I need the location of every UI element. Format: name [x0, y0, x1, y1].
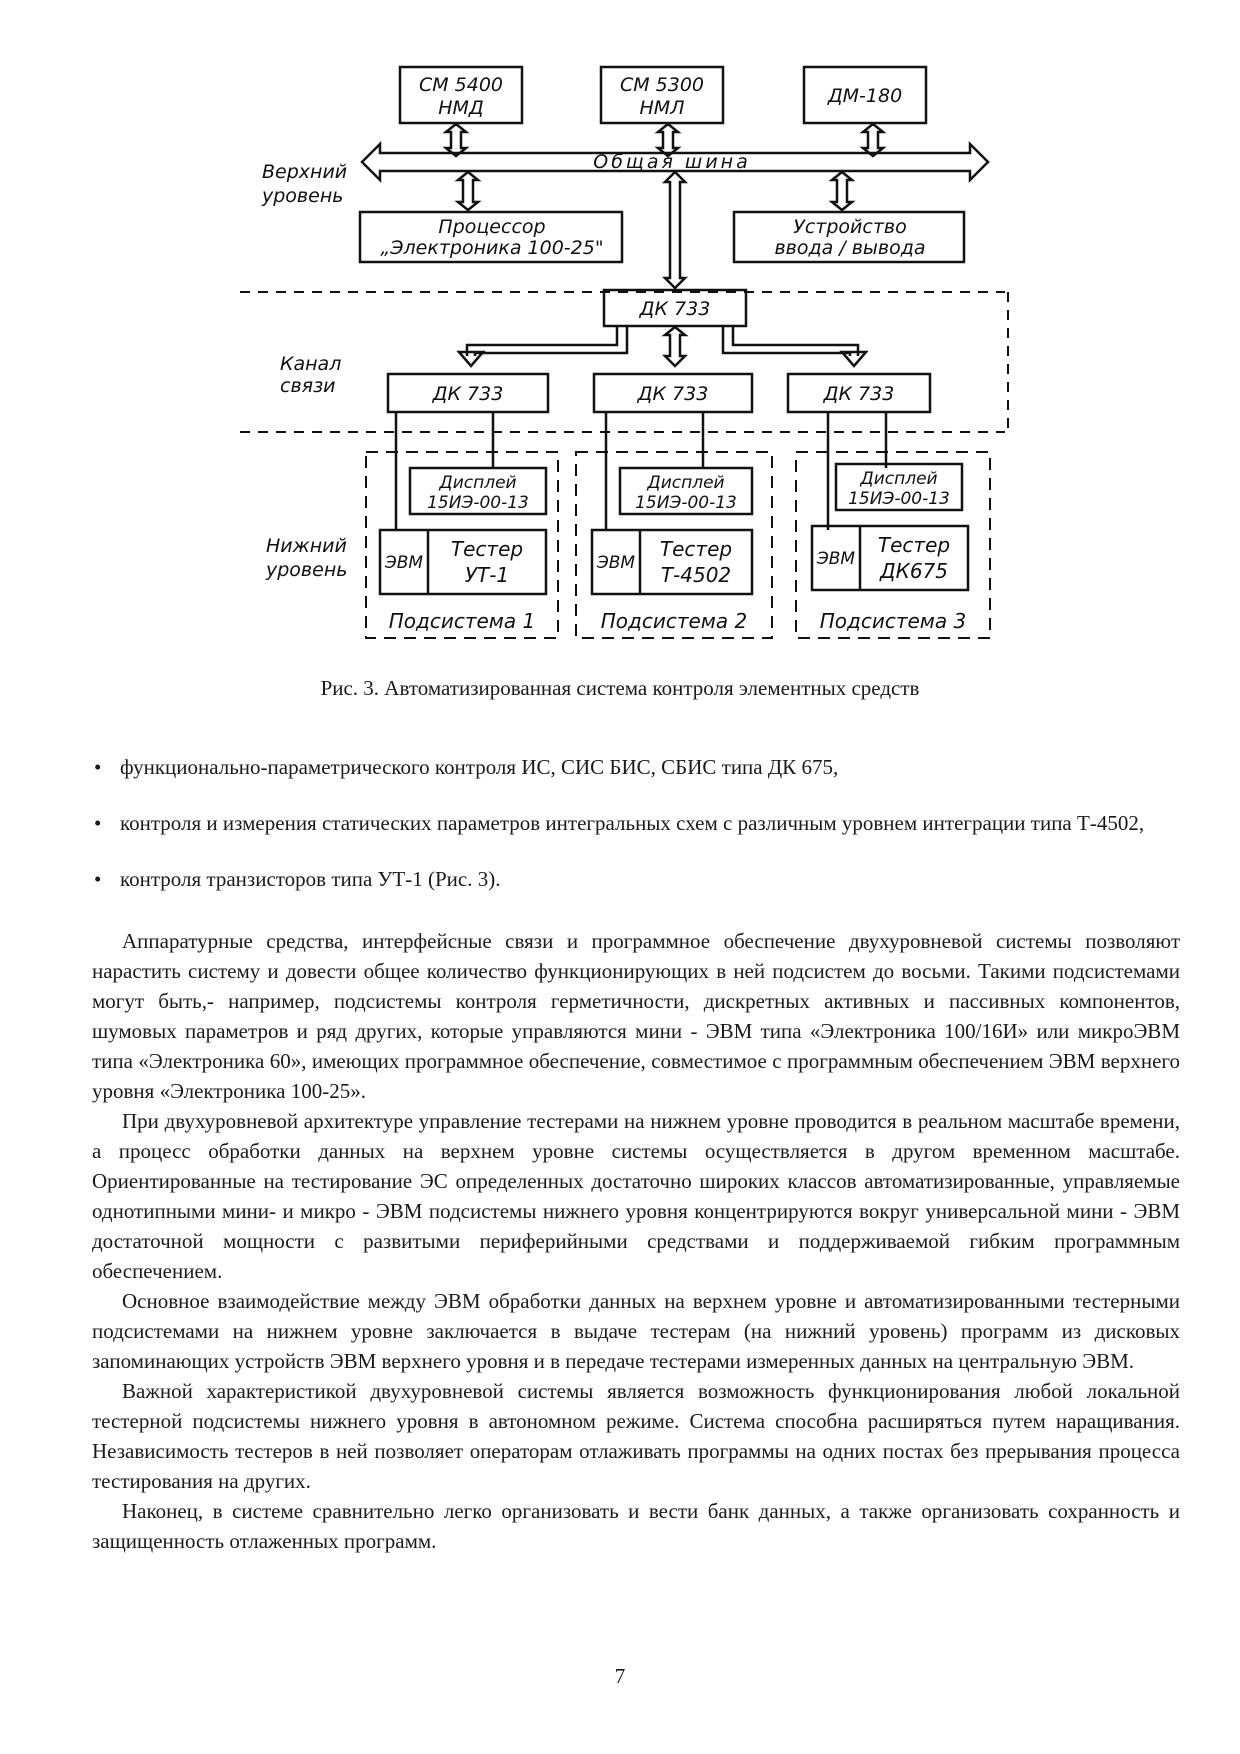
subsystem-frame-1	[365, 451, 559, 639]
bullet-marker: •	[94, 755, 102, 779]
tester-label-2a: Тестер	[660, 537, 732, 561]
computer-tester-box-2	[590, 528, 754, 596]
dk733-label-2: ДК 733	[637, 383, 709, 405]
bullet-marker: •	[94, 867, 102, 891]
system-diagram: СМ 5400 НМД СМ 5300 НМЛ ДМ-180 Общая шин…	[240, 65, 1009, 639]
computer-label-1: ЭВМ	[384, 553, 424, 573]
channel-level-label-2: связи	[280, 375, 336, 397]
display-label-3b: 15ИЭ-00-13	[848, 489, 950, 509]
tester-label-1a: Тестер	[451, 537, 523, 561]
paragraph: Важной характеристикой двухуровневой сис…	[92, 1379, 1180, 1493]
computer-label-3: ЭВМ	[816, 549, 856, 569]
cm5300-box	[599, 65, 725, 125]
computer-tester-box-3	[810, 524, 970, 592]
display-box-2	[618, 466, 754, 516]
display-label-2a: Дисплей	[646, 473, 724, 493]
upper-level-label-2: уровень	[261, 185, 343, 207]
io-device-label-2: ввода / вывода	[774, 237, 925, 259]
display-label-3a: Дисплей	[859, 469, 937, 489]
tester-label-2b: Т-4502	[661, 563, 731, 587]
processor-label-1: Процессор	[438, 216, 545, 238]
tester-label-3b: ДК675	[879, 559, 948, 583]
page-number: 7	[614, 1664, 626, 1688]
common-bus-arrow	[360, 140, 990, 184]
io-device-box	[732, 210, 966, 264]
display-label-1b: 15ИЭ-00-13	[427, 493, 529, 513]
cm5300-label-1: СМ 5300	[620, 74, 704, 96]
subsystem-frame-3	[795, 451, 991, 639]
common-bus-label: Общая шина	[593, 151, 750, 173]
figure-caption: Рис. 3. Автоматизированная система контр…	[320, 676, 920, 700]
cm5300-label-2: НМЛ	[640, 97, 685, 119]
display-box-3	[834, 462, 964, 512]
channel-level-label-1: Канал	[280, 353, 341, 375]
bullet-text: функционально-параметрического контроля …	[120, 755, 839, 779]
display-label-2b: 15ИЭ-00-13	[635, 493, 737, 513]
cm5400-label-2: НМД	[438, 97, 484, 119]
tester-label-3a: Тестер	[878, 533, 950, 557]
processor-box	[358, 210, 624, 264]
bullet-text: контроля и измерения статических парамет…	[120, 811, 1145, 835]
io-device-label-1: Устройство	[793, 216, 906, 238]
body-text: Аппаратурные средства, интерфейсные связ…	[92, 926, 1180, 1556]
tester-label-1b: УТ-1	[465, 563, 509, 587]
bullet-marker: •	[94, 811, 102, 835]
dk733-label-3: ДК 733	[823, 383, 895, 405]
subsystem-frame-2	[575, 451, 773, 639]
cm5400-label-1: СМ 5400	[419, 74, 503, 96]
bullet-item: • контроля транзисторов типа УТ-1 (Рис. 3…	[92, 864, 1180, 894]
display-box-1	[408, 466, 548, 516]
upper-level-label-1: Верхний	[262, 161, 347, 183]
processor-label-2: „Электроника 100-25"	[380, 237, 603, 259]
paragraph: Основное взаимодействие между ЭВМ обрабо…	[92, 1289, 1180, 1373]
bullet-item: • функционально-параметрического контроля…	[92, 752, 1180, 782]
lower-level-label-1: Нижний	[266, 535, 347, 557]
lower-level-label-2: уровень	[265, 559, 347, 581]
dk733-box-3	[786, 372, 932, 414]
dk733-box-1	[386, 372, 550, 414]
bullet-item: • контроля и измерения статических параме…	[92, 808, 1180, 838]
paragraph: Аппаратурные средства, интерфейсные связ…	[92, 929, 1180, 1103]
subsystem-label-1: Подсистема 1	[389, 609, 535, 633]
paragraph: При двухуровневой архитектуре управление…	[92, 1109, 1180, 1283]
computer-tester-box-1	[378, 528, 548, 596]
dk733-label-1: ДК 733	[432, 383, 504, 405]
paragraph: Наконец, в системе сравнительно легко ор…	[92, 1499, 1180, 1553]
dm180-box	[802, 65, 928, 125]
cm5400-box	[398, 65, 524, 125]
dk733-top-label: ДК 733	[639, 298, 711, 320]
dm180-label: ДМ-180	[827, 85, 902, 107]
subsystem-label-3: Подсистема 3	[820, 609, 966, 633]
bullet-list: • функционально-параметрического контроля…	[92, 752, 1180, 920]
dk733-box-2	[592, 372, 754, 414]
computer-label-2: ЭВМ	[596, 553, 636, 573]
bullet-text: контроля транзисторов типа УТ-1 (Рис. 3)…	[120, 867, 501, 891]
display-label-1a: Дисплей	[438, 473, 516, 493]
subsystem-label-2: Подсистема 2	[601, 609, 747, 633]
